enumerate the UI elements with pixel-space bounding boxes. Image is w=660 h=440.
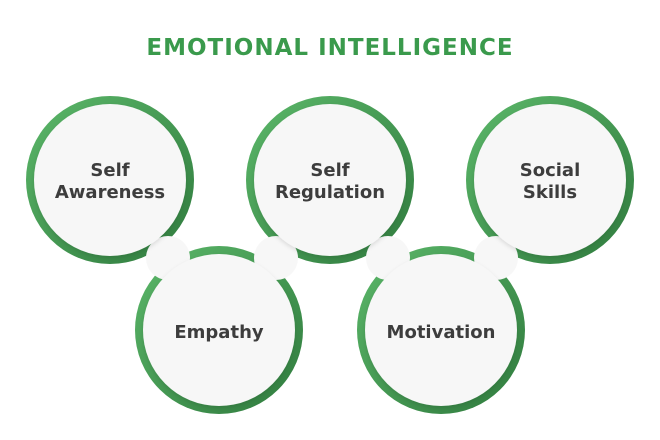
inner-fills [34,104,626,406]
fill-empathy [143,254,295,406]
fill-self-awareness [34,104,186,256]
fill-self-regulation [254,104,406,256]
label-self-regulation-line2: Regulation [275,182,385,203]
fill-motivation [365,254,517,406]
label-social-skills-line1: Social [520,160,581,181]
labels: Self Awareness Empathy Self Regulation M… [55,160,580,343]
fill-social-skills [474,104,626,256]
diagram-title: EMOTIONAL INTELLIGENCE [146,35,514,61]
label-empathy: Empathy [174,322,264,343]
label-self-awareness-line1: Self [90,160,129,181]
label-social-skills-line2: Skills [523,182,577,203]
label-self-awareness-line2: Awareness [55,182,165,203]
label-motivation: Motivation [387,322,496,343]
label-self-regulation-line1: Self [310,160,349,181]
